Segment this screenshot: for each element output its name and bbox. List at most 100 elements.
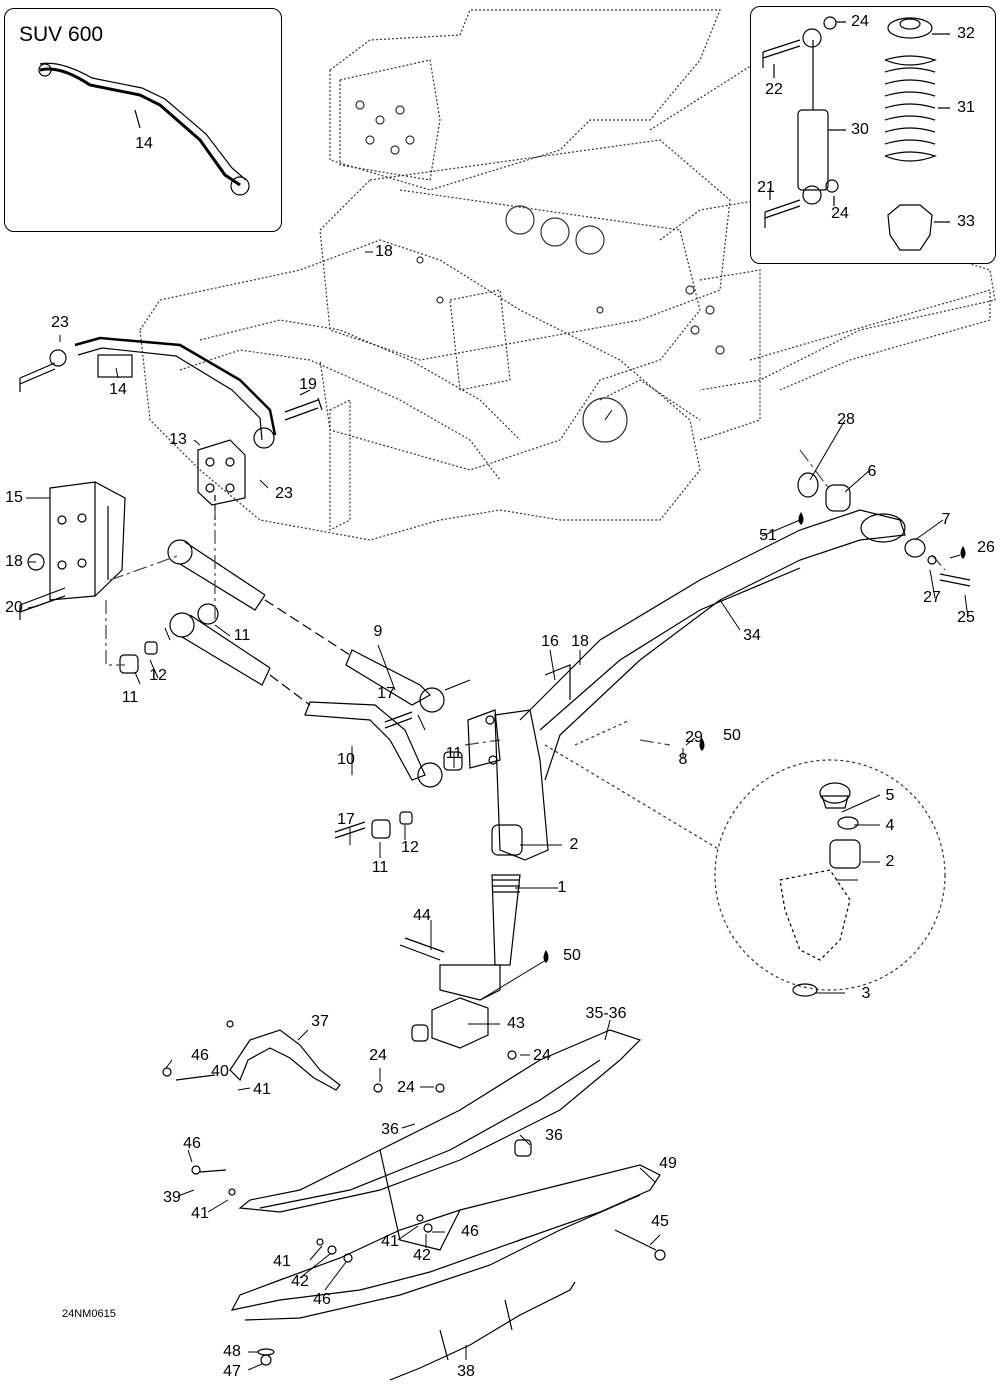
frame-holes	[355, 100, 725, 443]
callout-42: 42	[291, 1273, 309, 1290]
lower-arm-10	[169, 603, 443, 788]
callout-34: 34	[743, 627, 761, 644]
callout-32: 32	[957, 25, 975, 42]
callout-11: 11	[121, 689, 139, 706]
upper-arm-9	[167, 539, 471, 713]
callout-14-inset: 14	[135, 135, 153, 152]
callout-51: 51	[759, 527, 777, 544]
callout-23: 23	[275, 485, 293, 502]
callout-33: 33	[957, 213, 975, 230]
callout-17: 17	[337, 811, 355, 828]
callout-42: 42	[413, 1247, 431, 1264]
spindle-1	[399, 824, 523, 1001]
callout-28: 28	[837, 411, 855, 428]
callout-22: 22	[765, 81, 783, 98]
bushing-6-washer-28	[797, 472, 971, 587]
callout-24: 24	[831, 205, 849, 222]
callout-3: 3	[861, 985, 871, 1002]
callout-50: 50	[723, 727, 741, 744]
callout-2: 2	[569, 836, 579, 853]
detail-view	[544, 719, 946, 991]
callout-27: 27	[923, 589, 941, 606]
bracket-15	[19, 481, 126, 620]
control-arm-14	[19, 336, 277, 449]
wear-bar-38	[389, 1281, 576, 1381]
grease-drops	[543, 512, 966, 963]
callout-4: 4	[885, 817, 895, 834]
rubber-43	[431, 997, 489, 1049]
assembly-lines	[105, 449, 946, 746]
callout-11: 11	[233, 627, 251, 644]
callout-24: 24	[533, 1047, 551, 1064]
ski-35-36	[238, 1029, 642, 1251]
ski-leg-34	[467, 509, 906, 861]
callout-41: 41	[253, 1081, 271, 1098]
callout-43: 43	[507, 1015, 525, 1032]
callout-38: 38	[457, 1363, 475, 1380]
ski-loop-37	[229, 1029, 341, 1091]
callout-39: 39	[163, 1189, 181, 1206]
callout-18: 18	[5, 553, 23, 570]
callout-48: 48	[223, 1343, 241, 1360]
callout-25: 25	[957, 609, 975, 626]
callout-36: 36	[381, 1121, 399, 1138]
callout-46: 46	[183, 1135, 201, 1152]
callout-12: 12	[401, 839, 419, 856]
suv-arm-drawing	[38, 62, 250, 196]
callout-46: 46	[191, 1047, 209, 1064]
callout-23: 23	[51, 314, 69, 331]
callout-41: 41	[191, 1205, 209, 1222]
callout-35-36: 35-36	[585, 1005, 627, 1022]
callout-10: 10	[337, 751, 355, 768]
callout-9: 9	[373, 623, 383, 640]
callout-19: 19	[299, 376, 317, 393]
callout-1: 1	[557, 879, 567, 896]
inset-title: SUV 600	[19, 23, 104, 46]
callout-12: 12	[149, 667, 167, 684]
callout-18: 18	[571, 633, 589, 650]
callout-41: 41	[273, 1253, 291, 1270]
callout-49: 49	[659, 1155, 677, 1172]
callout-7: 7	[941, 511, 951, 528]
callout-13: 13	[169, 431, 187, 448]
ski-runner	[230, 1164, 661, 1321]
callout-46: 46	[461, 1223, 479, 1240]
callout-40: 40	[211, 1063, 229, 1080]
suv-600-inset: SUV 600	[4, 8, 282, 232]
callout-11: 11	[371, 859, 389, 876]
callout-44: 44	[413, 907, 431, 924]
callout-16: 16	[541, 633, 559, 650]
callout-15: 15	[5, 489, 23, 506]
callout-41: 41	[381, 1233, 399, 1250]
callout-11: 11	[445, 745, 463, 762]
callout-8: 8	[678, 751, 688, 768]
callout-21: 21	[757, 179, 775, 196]
callout-14: 14	[109, 381, 127, 398]
bushings	[119, 641, 463, 839]
callout-50: 50	[563, 947, 581, 964]
callout-24: 24	[369, 1047, 387, 1064]
shock-absorber-drawing	[762, 16, 950, 251]
callout-6: 6	[867, 463, 877, 480]
bolt-19	[284, 397, 323, 421]
callout-24: 24	[397, 1079, 415, 1096]
callout-20: 20	[5, 599, 23, 616]
callout-30: 30	[851, 121, 869, 138]
callout-36: 36	[545, 1127, 563, 1144]
callout-5: 5	[885, 787, 895, 804]
callout-31: 31	[957, 99, 975, 116]
callout-18: 18	[375, 243, 393, 260]
drawing-code: 24NM0615	[62, 1308, 116, 1320]
callout-24: 24	[851, 13, 869, 30]
callout-2: 2	[885, 853, 895, 870]
callout-46: 46	[313, 1291, 331, 1308]
callout-29: 29	[685, 729, 703, 746]
callout-26: 26	[977, 539, 995, 556]
callout-45: 45	[651, 1213, 669, 1230]
callout-17: 17	[377, 685, 395, 702]
detail-parts	[779, 782, 861, 997]
callout-47: 47	[223, 1363, 241, 1380]
callout-37: 37	[311, 1013, 329, 1030]
